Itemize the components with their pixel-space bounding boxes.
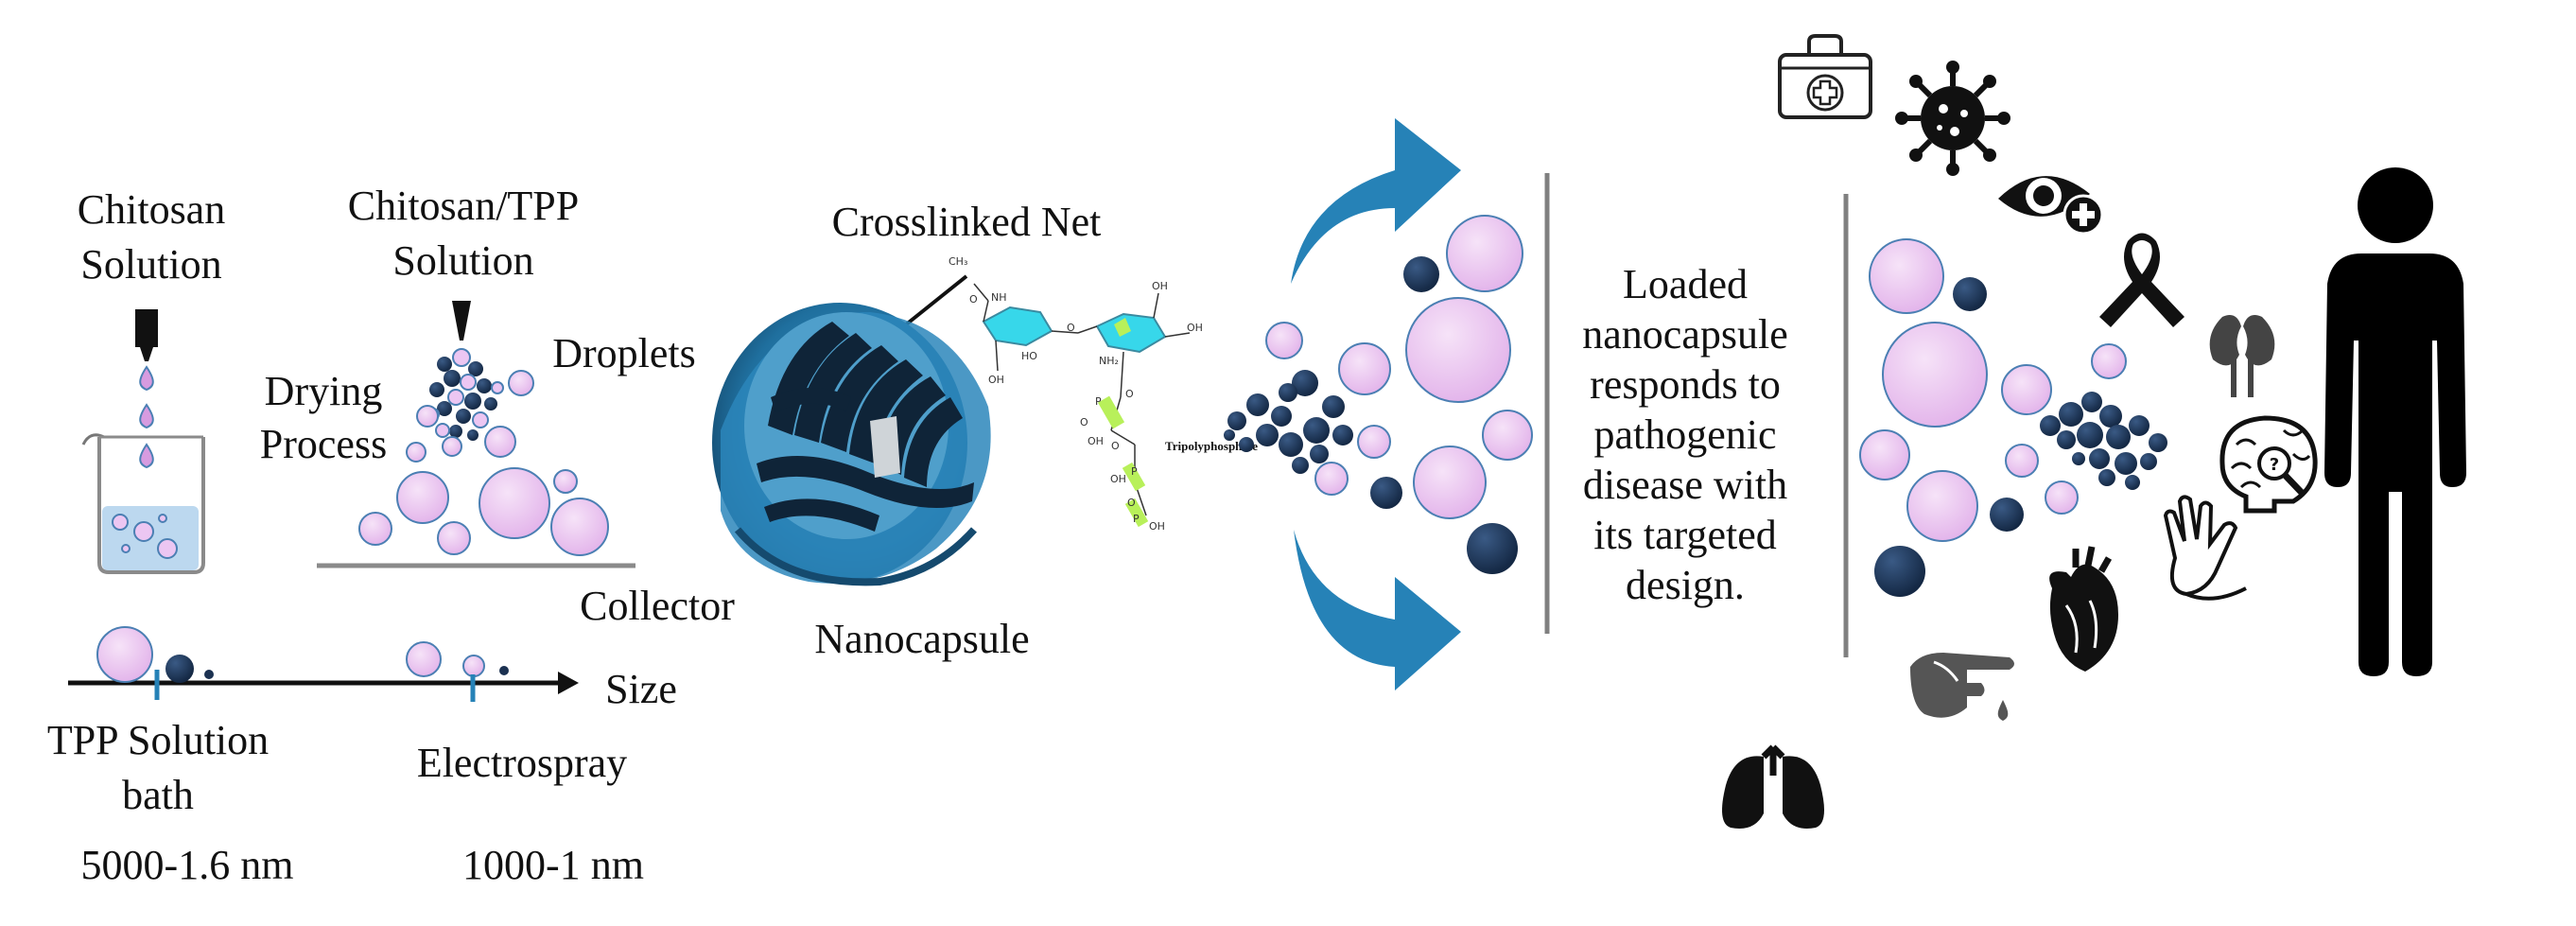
- drying-process-line2: Process: [260, 421, 387, 467]
- mol-letter-3: OH: [988, 374, 1004, 386]
- awareness-ribbon-icon: [2099, 233, 2184, 327]
- released-particles-2: [1859, 238, 2127, 597]
- center-description: Loaded nanocapsule responds to pathogeni…: [1582, 261, 1787, 608]
- crosslinked-net-label: Crosslinked Net: [832, 199, 1102, 245]
- mol-letter-11: O: [1080, 416, 1088, 428]
- beaker-icon: [81, 433, 205, 574]
- center-line-6: design.: [1626, 562, 1745, 608]
- mol-letter-0: CH₃: [949, 255, 967, 268]
- lower-curved-arrow: [1294, 530, 1461, 690]
- droplets-label: Droplets: [552, 330, 696, 376]
- mol-letter-6: OH: [1152, 280, 1168, 292]
- mol-letter-9: O: [1125, 388, 1134, 400]
- eye-plus-icon: [1998, 176, 2104, 236]
- lungs-icon: [1722, 744, 1824, 829]
- chitosan-solution-label: Chitosan Solution: [78, 186, 225, 288]
- mol-letter-12: OH: [1088, 435, 1104, 447]
- nanocapsule-label: Nanocapsule: [814, 616, 1029, 662]
- drying-process-line1: Drying: [265, 368, 383, 414]
- center-line-1: nanocapsule: [1582, 311, 1787, 358]
- finger-drop-icon: [1910, 653, 2014, 721]
- mol-letter-2: O: [969, 293, 978, 306]
- droplet-particles: [358, 370, 609, 556]
- released-particles-1: [1265, 215, 1533, 574]
- hand-icon: [2163, 495, 2247, 601]
- center-line-2: responds to: [1590, 361, 1781, 408]
- mol-letter-17: P: [1133, 513, 1140, 525]
- svg-text:?: ?: [2270, 455, 2279, 475]
- center-line-3: pathogenic: [1593, 411, 1776, 458]
- chitosan-tpp-line1: Chitosan/TPP: [348, 183, 580, 229]
- size-axis-label: Size: [605, 666, 677, 712]
- virus-icon: [1895, 61, 2010, 176]
- size-axis: [68, 626, 579, 702]
- electrospray-size-range: 1000-1 nm: [462, 842, 644, 888]
- tripolyphosphate-label: Tripolyphosphate: [1165, 439, 1258, 453]
- mol-letter-7: NH₂: [1099, 355, 1119, 367]
- tpp-bath-line1: TPP Solution: [47, 717, 269, 763]
- nanocapsule-graphic: [712, 303, 991, 586]
- spray-cluster: [426, 348, 504, 441]
- chitosan-tpp-line2: Solution: [392, 237, 533, 284]
- first-aid-kit-icon: [1778, 34, 1872, 119]
- dark-particle-cluster-2: [2040, 392, 2167, 490]
- tpp-bath-line2: bath: [122, 772, 194, 818]
- mol-letter-5: O: [1067, 322, 1075, 334]
- mol-letter-18: OH: [1149, 520, 1165, 533]
- collector-label: Collector: [580, 583, 735, 629]
- center-line-5: its targeted: [1593, 512, 1776, 558]
- chitosan-solution-line2: Solution: [80, 241, 221, 288]
- mol-letter-14: P: [1131, 465, 1138, 478]
- tpp-size-range: 5000-1.6 nm: [81, 842, 294, 888]
- kidneys-icon: [2209, 314, 2275, 397]
- mol-letter-4: HO: [1021, 350, 1037, 362]
- electrospray-nozzle-icon: [452, 301, 471, 341]
- mol-letter-16: O: [1127, 497, 1136, 509]
- chitosan-solution-line1: Chitosan: [78, 186, 225, 233]
- center-line-4: disease with: [1583, 462, 1787, 508]
- chitosan-tpp-molecule-icon: CH₃ NH O OH HO O OH NH₂ OH O P O OH O P …: [949, 255, 1258, 533]
- mol-letter-8: OH: [1187, 322, 1203, 334]
- person-icon: [2324, 167, 2466, 676]
- mol-letter-15: OH: [1110, 473, 1126, 485]
- chitosan-tpp-label: Chitosan/TPP Solution: [348, 183, 580, 284]
- brain-question-icon: ?: [2219, 415, 2318, 514]
- dark-particle-cluster-1: [1224, 370, 1353, 479]
- mol-letter-1: NH: [991, 291, 1007, 304]
- heart-icon: [2049, 546, 2118, 672]
- chitosan-dropper-icon: [135, 309, 158, 429]
- mol-letter-13: O: [1111, 440, 1120, 452]
- mol-letter-10: P: [1095, 395, 1102, 408]
- electrospray-label: Electrospray: [417, 740, 627, 786]
- center-line-0: Loaded: [1623, 261, 1748, 307]
- upper-curved-arrow: [1291, 118, 1461, 284]
